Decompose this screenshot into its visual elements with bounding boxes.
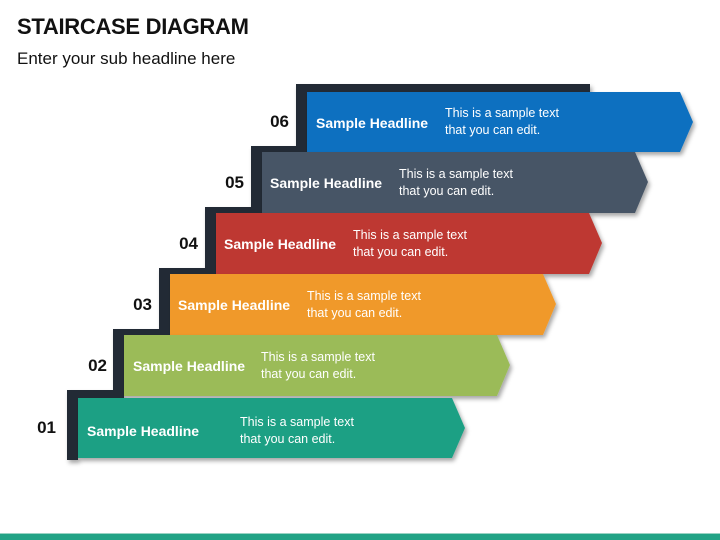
step-05-text: This is a sample text that you can edit. — [399, 166, 513, 200]
step-01-text-line2: that you can edit. — [240, 432, 336, 446]
step-04-text-line1: This is a sample text — [353, 228, 467, 242]
step-02-number: 02 — [88, 356, 107, 375]
step-05-text-line2: that you can edit. — [399, 184, 495, 198]
slide-subtitle: Enter your sub headline here — [17, 49, 236, 68]
step-03-text-line2: that you can edit. — [307, 306, 403, 320]
step-04-text-line2: that you can edit. — [353, 245, 449, 259]
step-02-text-line1: This is a sample text — [261, 350, 375, 364]
step-05-headline: Sample Headline — [270, 174, 383, 191]
step-02-bar — [124, 335, 510, 396]
step-03-bar — [170, 274, 556, 335]
step-03-content: Sample Headline — [178, 274, 290, 335]
step-04-text: This is a sample text that you can edit. — [353, 227, 467, 261]
step-01-content: Sample Headline — [87, 400, 199, 461]
step-01-text-line1: This is a sample text — [240, 415, 354, 429]
step-05-number: 05 — [225, 173, 244, 192]
step-06-text-line2: that you can edit. — [445, 123, 541, 137]
step-04-number: 04 — [179, 234, 198, 253]
step-06-text: This is a sample text that you can edit. — [445, 105, 559, 139]
step-02-headline: Sample Headline — [133, 357, 246, 374]
step-06-headline: Sample Headline — [316, 114, 429, 131]
step-06-content: Sample Headline — [316, 92, 428, 153]
step-01-headline: Sample Headline — [87, 422, 200, 439]
step-01-number: 01 — [37, 418, 56, 437]
step-02-content: Sample Headline — [133, 335, 245, 396]
step-02-text: This is a sample text that you can edit. — [261, 349, 375, 383]
step-05-bar — [262, 152, 648, 213]
step-04-content: Sample Headline — [224, 213, 336, 274]
step-03-text: This is a sample text that you can edit. — [307, 288, 421, 322]
slide-title: STAIRCASE DIAGRAM — [17, 14, 249, 39]
step-01-text: This is a sample text that you can edit. — [240, 414, 354, 448]
step-04-headline: Sample Headline — [224, 235, 337, 252]
step-03-number: 03 — [133, 295, 152, 314]
step-05-text-line1: This is a sample text — [399, 167, 513, 181]
step-02-text-line2: that you can edit. — [261, 367, 357, 381]
footer-accent-band — [0, 533, 720, 540]
staircase-outline — [67, 84, 590, 460]
step-03-text-line1: This is a sample text — [307, 289, 421, 303]
step-06-bar — [307, 92, 693, 152]
step-06-number: 06 — [270, 112, 289, 131]
step-05-content: Sample Headline — [270, 152, 382, 213]
step-03-headline: Sample Headline — [178, 296, 291, 313]
step-06-text-line1: This is a sample text — [445, 106, 559, 120]
step-01-bar — [78, 398, 465, 458]
step-04-bar — [216, 213, 602, 274]
